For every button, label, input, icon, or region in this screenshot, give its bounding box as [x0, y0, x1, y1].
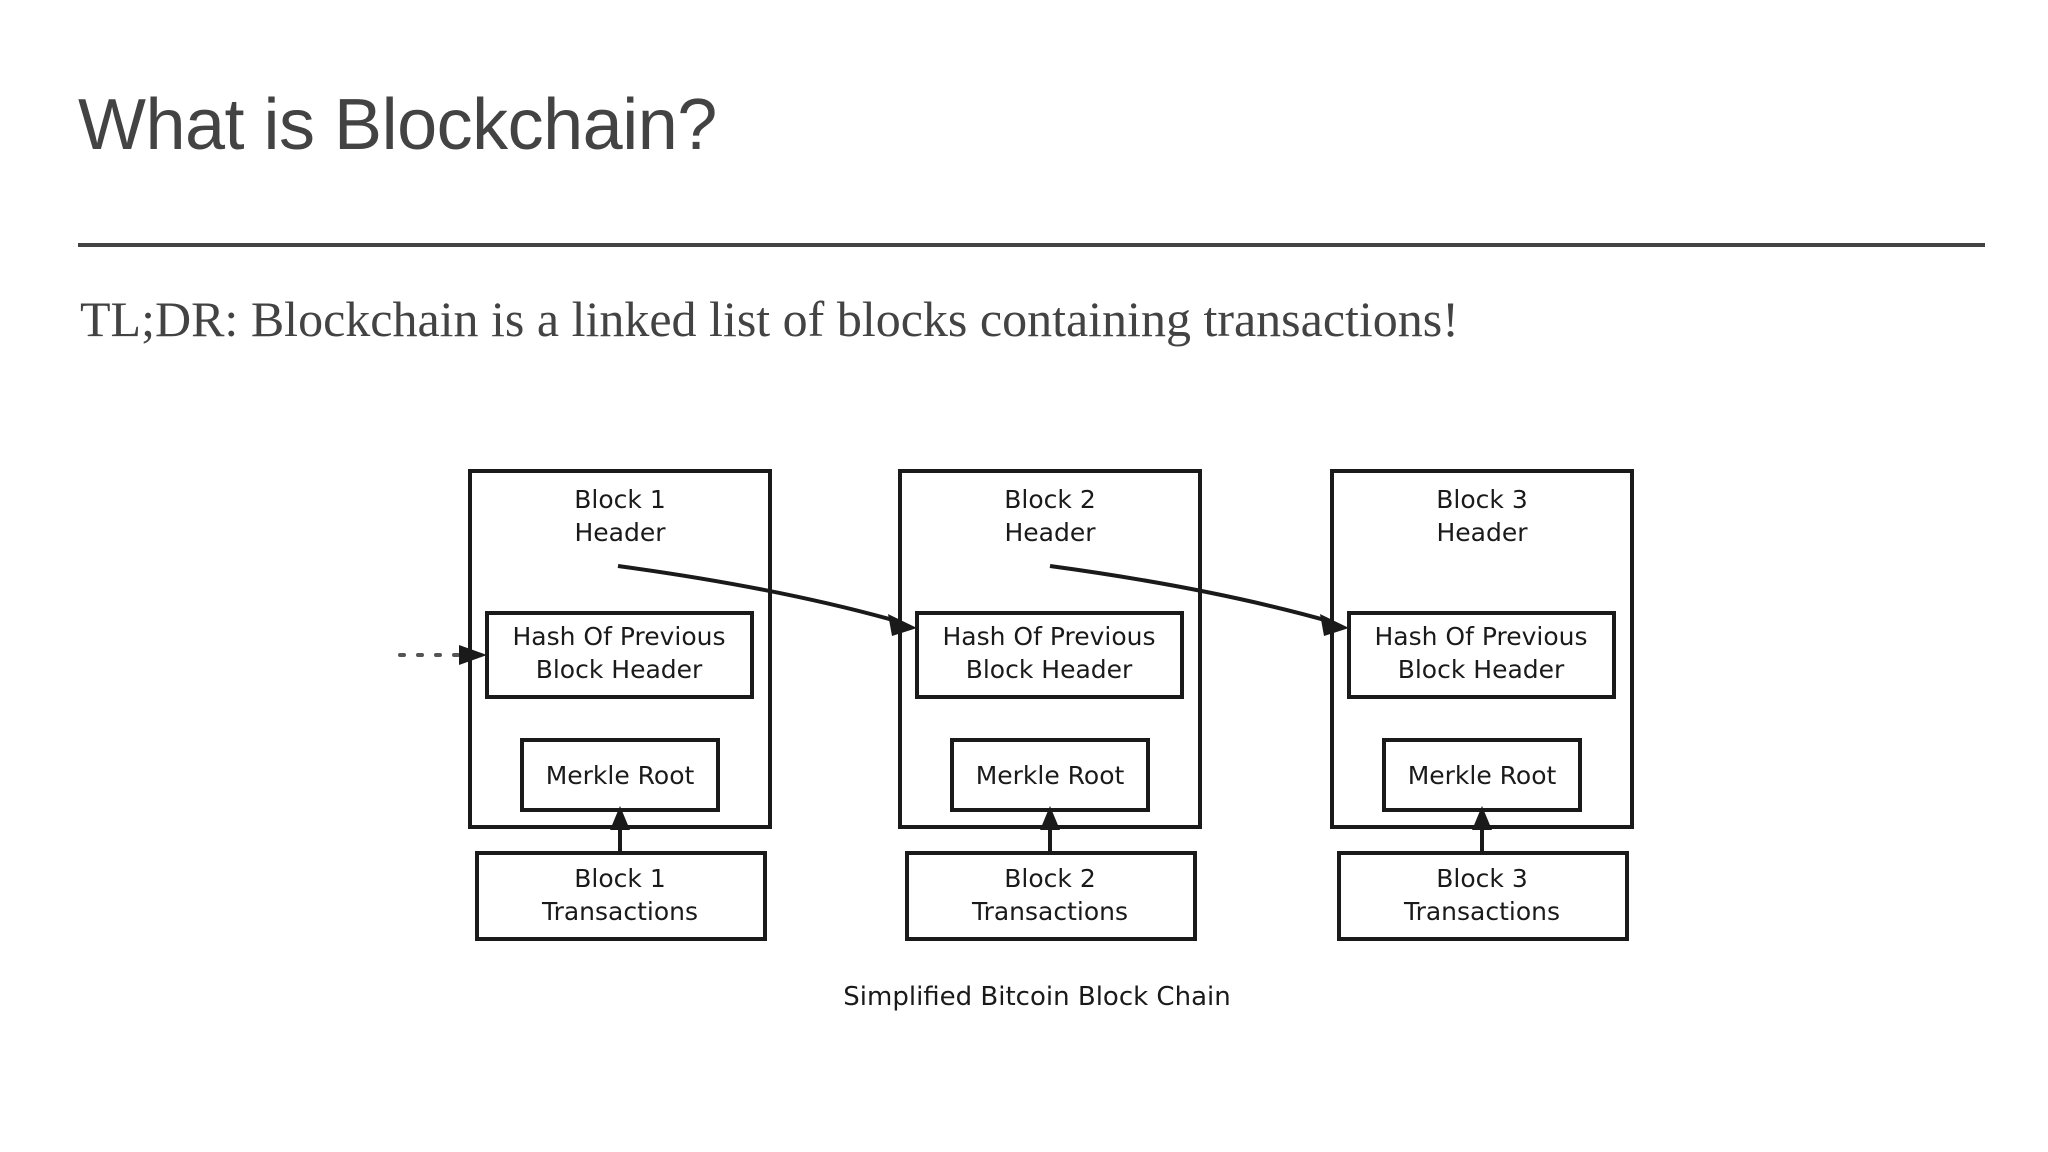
block-1-header-label-line1: Block 1	[574, 485, 665, 514]
block-1-transactions-label-line1: Block 1	[574, 864, 665, 893]
block-2-header-label-line1: Block 2	[1004, 485, 1095, 514]
block-2-hash-label-line1: Hash Of Previous	[942, 622, 1155, 651]
block-3-header-label-line2: Header	[1436, 518, 1528, 547]
block-2-merkle-label: Merkle Root	[976, 761, 1125, 790]
block-3-transactions-box	[1337, 851, 1629, 941]
block-3-merkle-label: Merkle Root	[1408, 761, 1557, 790]
block-1-merkle-box	[520, 738, 720, 812]
subtitle-text: TL;DR: Blockchain is a linked list of bl…	[80, 291, 1459, 347]
block-1-hash-label-line1: Hash Of Previous	[512, 622, 725, 651]
block-3-header-label-line1: Block 3	[1436, 485, 1527, 514]
block-2-transactions-label-line1: Block 2	[1004, 864, 1095, 893]
block-3-hash-label-line2: Block Header	[1398, 655, 1565, 684]
block-3-hash-label-line1: Hash Of Previous	[1374, 622, 1587, 651]
incoming-chain-arrow	[398, 645, 487, 665]
block-3-transactions-label-line1: Block 3	[1436, 864, 1527, 893]
block-2-merkle-box	[950, 738, 1150, 812]
block-2-hash-label-line2: Block Header	[966, 655, 1133, 684]
block-2-group: Block 2 Header Hash Of Previous Block He…	[898, 469, 1202, 941]
block-2-hash-box	[915, 611, 1184, 699]
block-1-header-label-line2: Header	[574, 518, 666, 547]
chain-arrow-block1-to-block2	[617, 564, 917, 636]
block-2-transactions-box	[905, 851, 1197, 941]
block-3-transactions-label-line2: Transactions	[1403, 897, 1560, 926]
block-2-merkle-arrowhead	[1040, 806, 1060, 830]
incoming-arrowhead	[459, 645, 487, 665]
chain-curve-1	[617, 564, 901, 624]
chain-arrowhead-1	[888, 614, 917, 636]
title-divider	[78, 243, 1985, 247]
diagram-caption: Simplified Bitcoin Block Chain	[843, 982, 1230, 1012]
block-3-merkle-box	[1382, 738, 1582, 812]
block-1-group: Block 1 Header Hash Of Previous Block He…	[468, 469, 772, 941]
block-2-transactions-label-line2: Transactions	[971, 897, 1128, 926]
chain-arrow-block2-to-block3	[1049, 564, 1349, 636]
block-1-merkle-arrowhead	[610, 806, 630, 830]
block-3-hash-box	[1347, 611, 1616, 699]
chain-arrowhead-2	[1320, 614, 1349, 636]
block-2-header-label-line2: Header	[1004, 518, 1096, 547]
page-title: What is Blockchain?	[78, 85, 717, 165]
block-1-merkle-label: Merkle Root	[546, 761, 695, 790]
block-3-group: Block 3 Header Hash Of Previous Block He…	[1330, 469, 1634, 941]
block-3-merkle-arrowhead	[1472, 806, 1492, 830]
block-1-transactions-label-line2: Transactions	[541, 897, 698, 926]
block-1-hash-label-line2: Block Header	[536, 655, 703, 684]
chain-curve-2	[1049, 564, 1333, 624]
